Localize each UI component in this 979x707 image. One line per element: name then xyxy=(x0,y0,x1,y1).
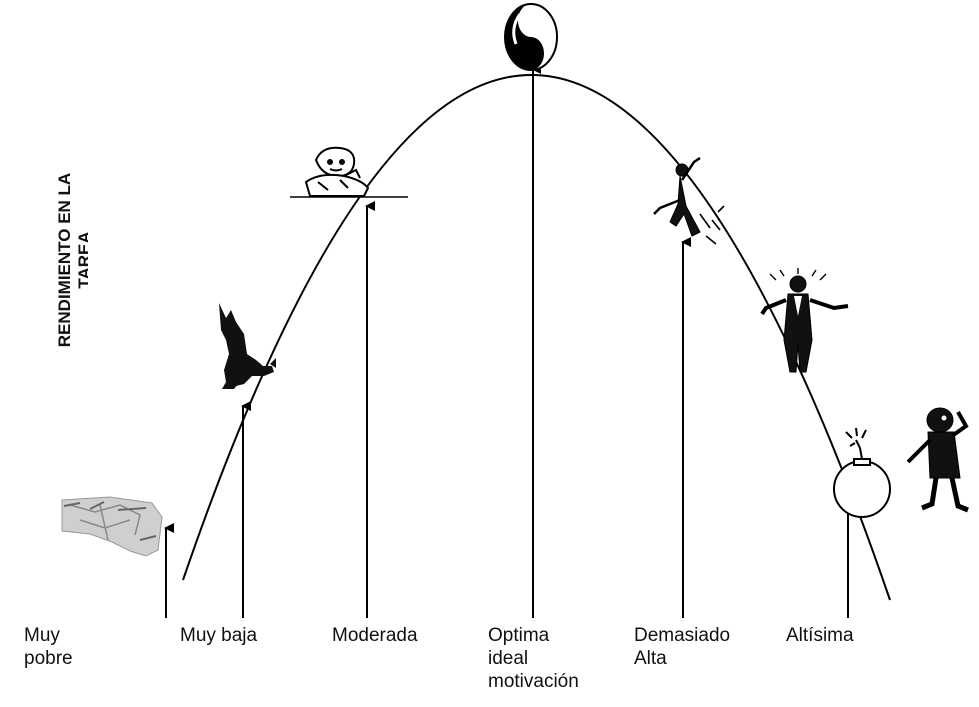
bomb-icon xyxy=(833,427,891,518)
confused-figure-icon xyxy=(906,407,969,513)
level-label-demasiado-alta: Demasiado Alta xyxy=(634,624,730,670)
level-label-line: Muy xyxy=(24,625,60,646)
level-label-line: pobre xyxy=(24,648,73,669)
sitting-donkey-icon xyxy=(219,303,276,389)
yin-yang-icon xyxy=(504,3,558,71)
crumpled-paper-icon xyxy=(61,496,163,557)
level-label-line: Altísima xyxy=(786,625,854,646)
y-axis-label-line2: TAREA xyxy=(75,231,88,289)
level-label-line: Moderada xyxy=(332,625,418,646)
y-axis-label-line1: RENDIMIENTO EN LA xyxy=(55,172,74,348)
level-label-line: Demasiado xyxy=(634,625,731,646)
level-label-line: Alta xyxy=(634,648,667,669)
stressed-man-icon xyxy=(760,268,849,373)
jumping-figure-icon xyxy=(653,156,725,245)
level-label-line: Muy baja xyxy=(180,625,258,646)
performance-curve xyxy=(182,74,891,601)
level-label-muy-pobre: Muy pobre xyxy=(24,624,73,670)
level-label-line: ideal xyxy=(488,648,529,669)
level-label-line: Optima xyxy=(488,625,550,646)
level-label-moderada: Moderada xyxy=(332,624,418,647)
level-label-optima: Optima ideal motivación xyxy=(488,624,579,693)
level-label-line: motivación xyxy=(488,671,579,692)
level-label-muy-baja: Muy baja xyxy=(180,624,257,647)
level-label-altisima: Altísima xyxy=(786,624,854,647)
thinking-man-icon xyxy=(304,146,370,197)
y-axis-label: RENDIMIENTO EN LA TAREA xyxy=(55,130,99,390)
